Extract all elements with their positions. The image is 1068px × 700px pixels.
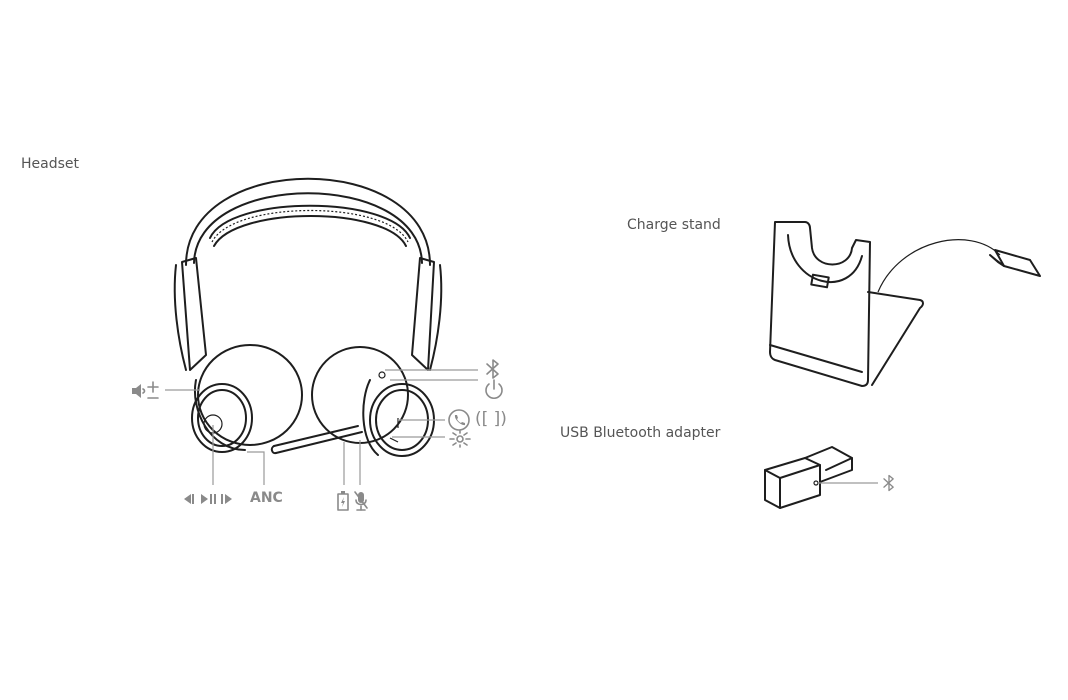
- adapter-bluetooth-icon: [883, 474, 894, 492]
- volume-plus-minus-icon: [132, 381, 159, 399]
- headset-label: Headset: [21, 156, 80, 172]
- call-answer-indicator: ([ ]): [475, 409, 507, 429]
- power-icon: [485, 379, 503, 399]
- charge-stand-label: Charge stand: [627, 217, 721, 233]
- call-icon: [448, 409, 470, 431]
- anc-label: ANC: [250, 490, 283, 506]
- usb-adapter-label: USB Bluetooth adapter: [560, 425, 721, 441]
- led-light-icon: [449, 430, 471, 448]
- bluetooth-icon: [486, 359, 499, 379]
- previous-play-pause-next-icon: [184, 494, 232, 504]
- battery-charging-icon: [337, 491, 349, 511]
- mic-mute-icon: [354, 491, 368, 511]
